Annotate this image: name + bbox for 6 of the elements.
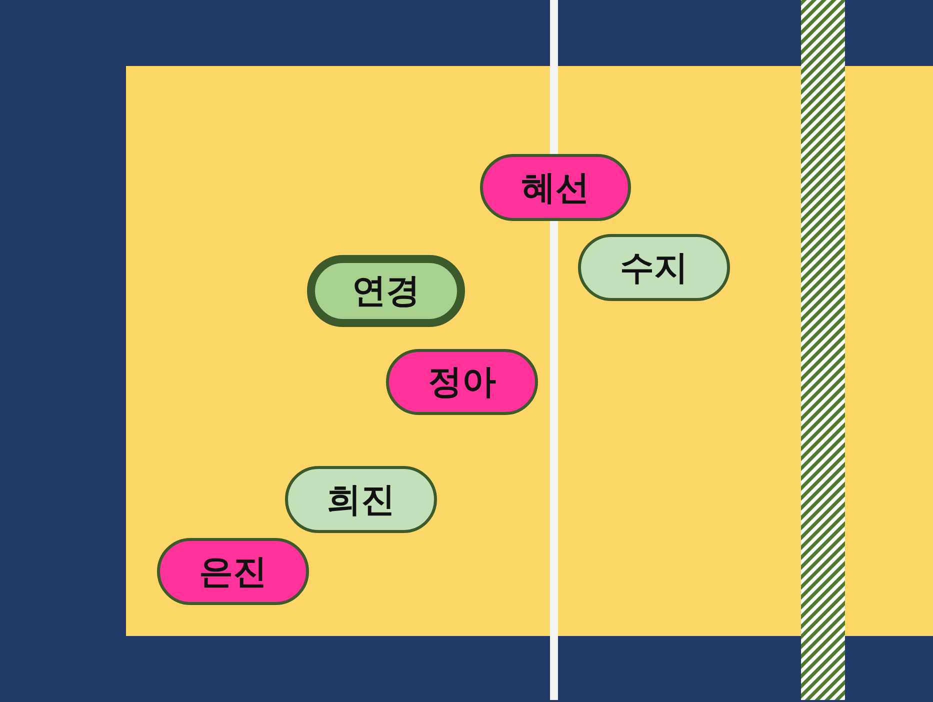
name-pill: 은진 <box>157 538 309 605</box>
name-pill: 혜선 <box>480 154 631 221</box>
name-pill: 희진 <box>285 466 437 533</box>
name-pill: 정아 <box>386 349 538 415</box>
name-pill: 연경 <box>307 255 465 327</box>
name-pill: 수지 <box>578 234 730 301</box>
